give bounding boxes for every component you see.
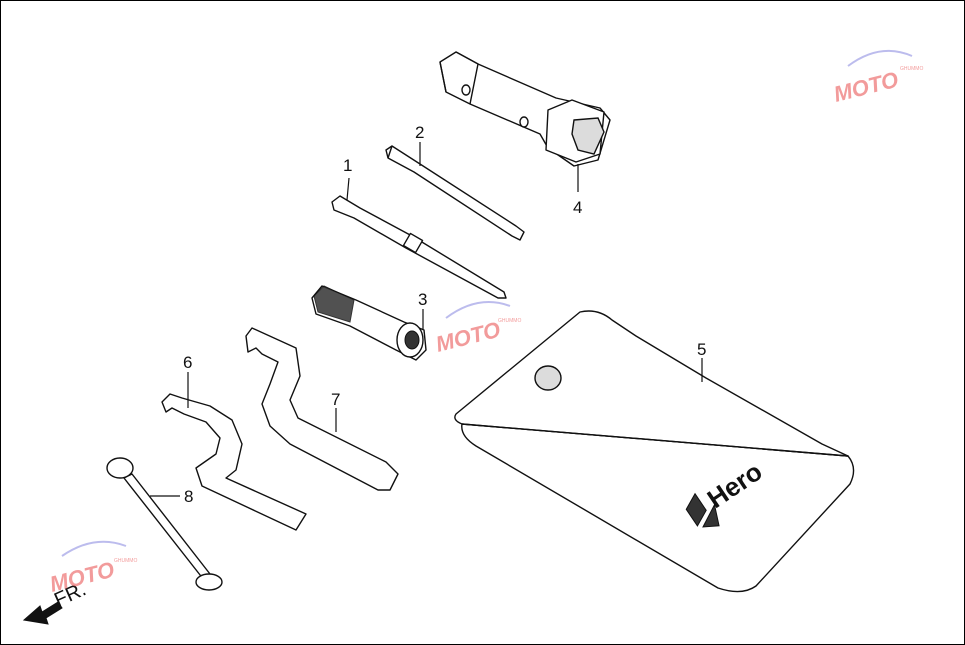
svg-text:GHUMMO: GHUMMO	[900, 66, 923, 72]
watermark-logo: MOTO GHUMMO	[47, 540, 137, 597]
svg-text:GHUMMO: GHUMMO	[114, 558, 137, 564]
callout-3: 3	[418, 290, 427, 309]
hook-spanner	[161, 393, 307, 531]
svg-text:GHUMMO: GHUMMO	[498, 318, 521, 324]
spark-plug-spanner	[439, 51, 611, 167]
handle-rod	[106, 457, 223, 591]
screwdriver-shaft	[385, 145, 525, 241]
tool-pouch	[454, 310, 855, 593]
callout-1: 1	[343, 156, 352, 175]
callout-2: 2	[415, 123, 424, 142]
leader-lines	[150, 142, 703, 497]
callout-4: 4	[573, 198, 582, 217]
watermark-logo: MOTO GHUMMO	[433, 301, 521, 357]
svg-text:MOTO: MOTO	[831, 67, 901, 107]
svg-text:MOTO: MOTO	[433, 317, 503, 357]
callout-5: 5	[697, 340, 706, 359]
screwdriver-handle	[311, 285, 427, 361]
callout-8: 8	[184, 487, 193, 506]
screwdriver-flat	[331, 195, 507, 299]
callout-7: 7	[331, 390, 340, 409]
pin-spanner	[245, 327, 399, 491]
callout-6: 6	[183, 353, 192, 372]
watermark-logo: MOTO GHUMMO	[831, 49, 923, 107]
